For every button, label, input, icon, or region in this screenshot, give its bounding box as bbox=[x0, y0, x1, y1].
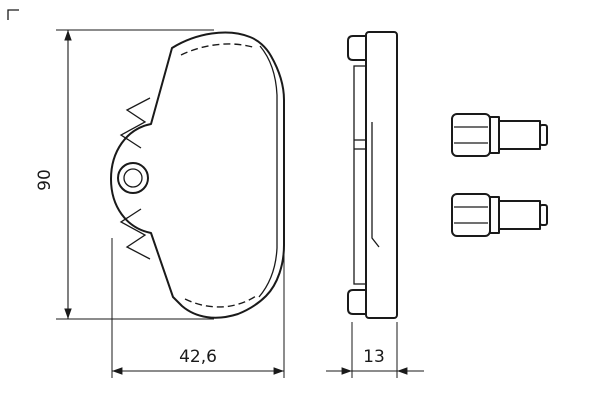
mounting-bolt-1 bbox=[451, 113, 548, 157]
pad-inner-edge bbox=[258, 45, 278, 298]
pad-outline bbox=[110, 31, 285, 319]
side-tab-top bbox=[347, 35, 366, 61]
friction-layer-side bbox=[353, 65, 367, 285]
friction-edge-bottom bbox=[184, 295, 257, 308]
spring-clip-upper bbox=[119, 97, 151, 149]
brake-pad-front-view bbox=[110, 31, 285, 319]
side-tab-bottom bbox=[347, 289, 366, 315]
width-dimension: 42,6 bbox=[111, 238, 285, 378]
spring-clip-lower bbox=[119, 208, 151, 260]
height-dimension-label: 90 bbox=[35, 169, 55, 191]
thickness-dimension-label: 13 bbox=[363, 347, 385, 367]
clip-side-profile bbox=[371, 122, 380, 248]
brake-pad-side-view bbox=[347, 31, 398, 319]
mounting-hole-inner bbox=[123, 168, 143, 188]
thickness-dimension: 13 bbox=[326, 322, 424, 378]
mounting-hole-outer bbox=[117, 162, 149, 194]
backing-plate-side bbox=[365, 31, 398, 319]
height-dimension: 90 bbox=[35, 29, 214, 320]
friction-edge-top bbox=[180, 43, 257, 56]
width-dimension-label: 42,6 bbox=[179, 347, 217, 367]
crop-mark-top-left bbox=[7, 9, 19, 20]
mounting-bolt-2 bbox=[451, 193, 548, 237]
